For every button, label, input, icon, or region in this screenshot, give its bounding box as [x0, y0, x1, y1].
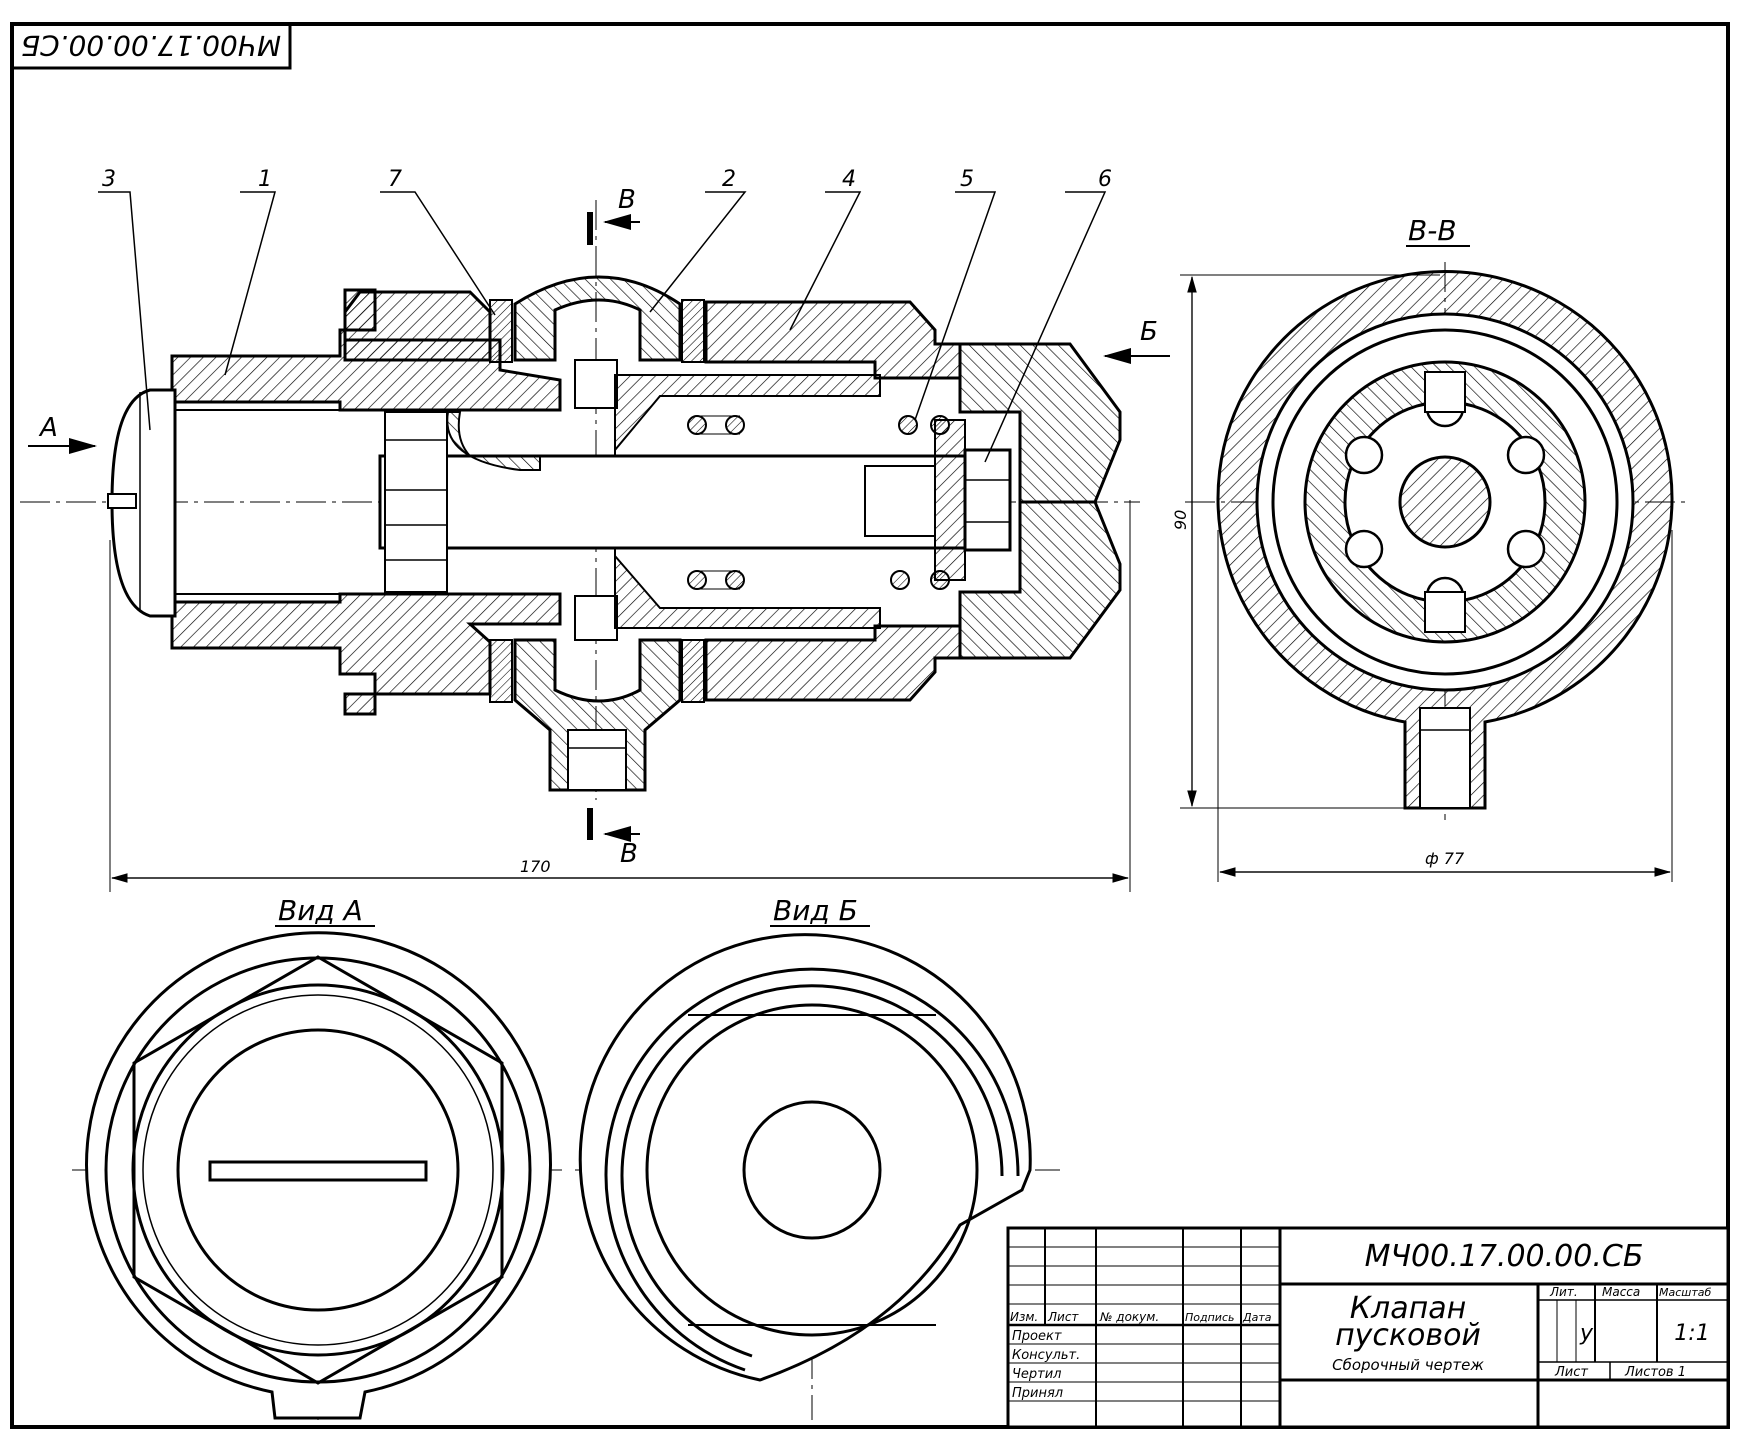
dimension-length: 170 — [109, 500, 1131, 892]
part-2-banjo-upper — [513, 275, 682, 362]
tb-sheet-label: Лист — [1554, 1365, 1588, 1380]
section-view-title: В-В — [1408, 214, 1457, 247]
tb-doc-type: Сборочный чертеж — [1332, 1356, 1484, 1374]
tb-lit-label: Лит. — [1549, 1285, 1578, 1299]
tb-col-izm: Изм. — [1010, 1310, 1038, 1324]
part-3-screw-head — [110, 388, 177, 618]
section-mark-b-top: В — [618, 185, 636, 215]
tb-row-proekt: Проект — [1012, 1329, 1062, 1344]
part-7-gasket-lower-left — [489, 639, 513, 703]
leader-lines — [98, 191, 1107, 463]
leader-label-3: 3 — [102, 167, 116, 192]
tb-name-line1: Клапан — [1350, 1291, 1466, 1326]
section-view-bb: В-В 90 ф 77 — [1171, 214, 1690, 882]
tb-col-doc: № докум. — [1099, 1310, 1159, 1324]
dimension-length-text: 170 — [520, 857, 551, 876]
part-7-gasket-upper-left — [489, 299, 513, 363]
leader-label-1: 1 — [258, 167, 272, 192]
leader-label-2: 2 — [722, 167, 736, 192]
leader-label-7: 7 — [388, 167, 402, 192]
part-4-body-upper — [704, 300, 962, 380]
view-b-title: Вид Б — [773, 894, 858, 927]
rotated-stamp: МЧ00.17.00.00.СБ — [10, 22, 292, 70]
tb-row-chertil: Чертил — [1012, 1367, 1062, 1382]
rotated-stamp-code: МЧ00.17.00.00.СБ — [21, 29, 281, 62]
tb-col-sign: Подпись — [1185, 1311, 1234, 1324]
tb-mass-label: Масса — [1602, 1285, 1640, 1299]
view-arrow-a: А — [38, 413, 58, 443]
tb-sheets-label: Листов 1 — [1624, 1365, 1686, 1380]
leader-label-6: 6 — [1098, 167, 1112, 192]
dimension-diameter-text: ф 77 — [1425, 849, 1465, 868]
sheet-frame — [10, 22, 1730, 1429]
tb-scale-value: 1:1 — [1674, 1321, 1709, 1346]
part-2-banjo-lower — [513, 638, 682, 792]
view-a-title: Вид А — [278, 894, 363, 927]
part-6-nut — [963, 448, 1012, 552]
part-7-gasket-upper-right — [681, 299, 705, 363]
tb-code: МЧ00.17.00.00.СБ — [1365, 1239, 1644, 1274]
screw-slot — [208, 1160, 428, 1182]
tb-name-line2: пусковой — [1335, 1318, 1481, 1353]
tb-row-konsult: Консульт. — [1012, 1348, 1080, 1363]
leader-label-5: 5 — [960, 167, 974, 192]
leader-label-4: 4 — [842, 167, 856, 192]
tb-lit-value: у — [1579, 1321, 1594, 1346]
dimension-height-text: 90 — [1171, 510, 1190, 530]
view-b: Вид Б — [575, 894, 1060, 1420]
part-1-hex — [343, 290, 492, 362]
section-marks: В В А Б — [28, 185, 1170, 869]
view-a: Вид А — [72, 894, 565, 1420]
part-4-body-lower — [704, 624, 962, 702]
tb-col-date: Дата — [1242, 1311, 1272, 1324]
main-section-view: В В А Б 3 1 7 2 4 5 6 — [20, 167, 1170, 892]
view-arrow-b: Б — [1140, 317, 1158, 347]
inner-bore-lines — [175, 409, 560, 595]
part-7-gasket-lower-right — [681, 639, 705, 703]
cap-lower — [958, 500, 1122, 660]
tb-scale-label: Масштаб — [1659, 1286, 1711, 1299]
section-mark-b-bottom: В — [620, 839, 638, 869]
title-block: Изм. Лист № докум. Подпись Дата Проект К… — [1006, 1226, 1730, 1429]
tb-col-list: Лист — [1047, 1310, 1079, 1324]
tb-row-prinyal: Принял — [1012, 1386, 1063, 1401]
